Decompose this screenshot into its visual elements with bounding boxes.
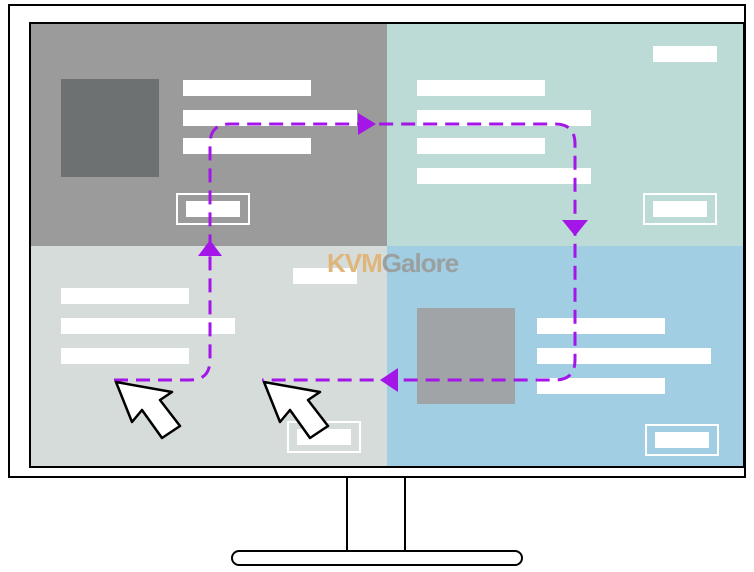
quadrant-bottom-right[interactable] (387, 246, 743, 466)
arrow-right-icon (358, 113, 376, 135)
image-placeholder (61, 79, 159, 177)
button-placeholder[interactable] (176, 193, 250, 225)
arrow-down-icon (562, 220, 588, 236)
text-line (61, 348, 189, 364)
text-line (183, 138, 311, 154)
arrow-left-icon (380, 368, 398, 392)
text-line (537, 378, 665, 394)
text-line (537, 348, 711, 364)
button-placeholder[interactable] (643, 193, 717, 225)
arrow-up-icon (198, 240, 222, 256)
text-line (61, 288, 189, 304)
kvm-galore-logo: KVMGalore (327, 248, 459, 279)
cursor-arrow-icon (114, 380, 182, 440)
image-placeholder (417, 308, 515, 404)
header-placeholder (653, 46, 717, 62)
text-line (417, 138, 545, 154)
header-placeholder (293, 268, 357, 284)
quadrant-top-left[interactable] (31, 24, 387, 246)
logo-text-galore: Galore (381, 248, 459, 278)
monitor-frame: KVMGalore (8, 4, 746, 478)
text-line (183, 110, 357, 126)
monitor-base (231, 550, 523, 566)
dashed-path-loop (114, 122, 577, 382)
text-line (417, 110, 591, 126)
button-placeholder[interactable] (645, 424, 719, 456)
monitor-screen: KVMGalore (29, 22, 745, 468)
text-line (417, 80, 545, 96)
logo-text-kvm: KVM (327, 248, 383, 278)
quadrant-top-right[interactable] (387, 24, 743, 246)
text-line (61, 318, 235, 334)
text-line (417, 168, 591, 184)
cursor-arrow-icon (262, 380, 330, 440)
text-line (183, 80, 311, 96)
text-line (537, 318, 665, 334)
